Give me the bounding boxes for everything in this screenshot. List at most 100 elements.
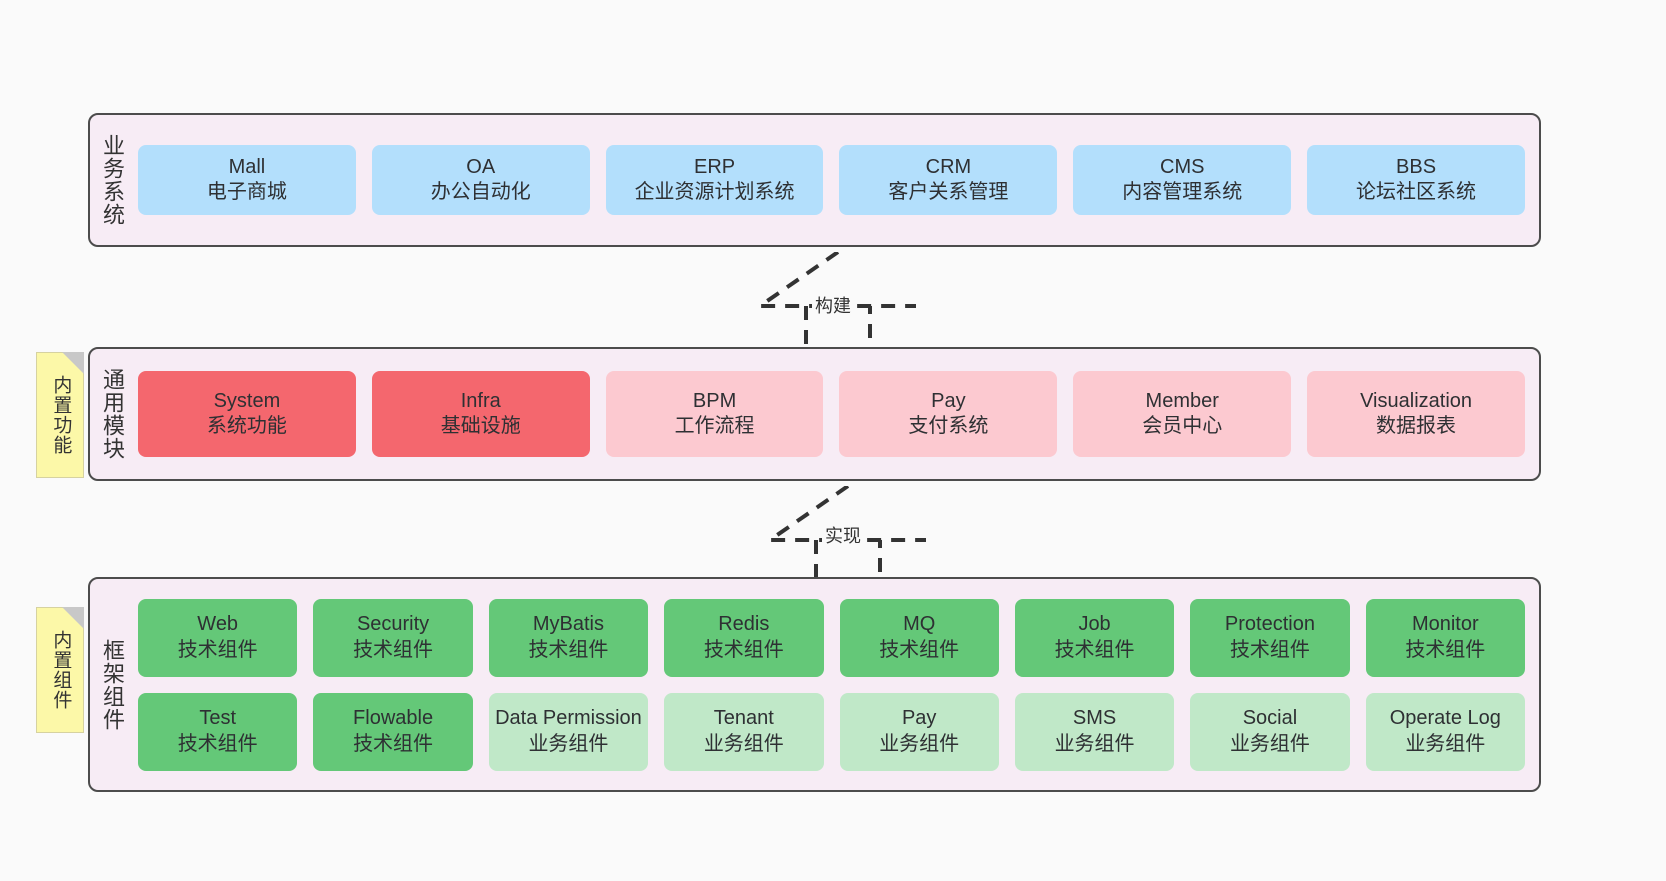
card-system[interactable]: System 系统功能 <box>138 371 356 457</box>
card-oa-sub: 办公自动化 <box>430 181 531 203</box>
card-sms[interactable]: SMS 业务组件 <box>1014 692 1175 771</box>
card-pay-module-sub: 支付系统 <box>908 415 989 437</box>
card-visualization-name: Visualization <box>1360 389 1473 412</box>
layer-common-modules-body: System 系统功能 Infra 基础设施 BPM 工作流程 Pay 支付系统… <box>134 349 1539 479</box>
connector-build-label: 构建 <box>812 292 854 318</box>
card-erp-name: ERP <box>694 155 736 178</box>
common-card-row: System 系统功能 Infra 基础设施 BPM 工作流程 Pay 支付系统… <box>138 371 1525 457</box>
card-monitor-sub: 技术组件 <box>1405 638 1486 661</box>
layer-business-systems: 业务系统 Mall 电子商城 OA 办公自动化 ERP 企业资源计划系统 CRM… <box>88 113 1541 247</box>
card-mybatis[interactable]: MyBatis 技术组件 <box>488 598 649 677</box>
layer-common-modules: 通用模块 System 系统功能 Infra 基础设施 BPM 工作流程 Pay… <box>88 347 1541 481</box>
card-protection[interactable]: Protection 技术组件 <box>1190 598 1350 677</box>
card-bpm-sub: 工作流程 <box>674 415 755 437</box>
card-operate-log-name: Operate Log <box>1389 707 1501 730</box>
card-mybatis-name: MyBatis <box>532 613 604 636</box>
card-monitor[interactable]: Monitor 技术组件 <box>1365 598 1525 677</box>
card-member-sub: 会员中心 <box>1142 415 1223 437</box>
card-cms-sub: 内容管理系统 <box>1122 181 1243 203</box>
card-mq-name: MQ <box>903 613 936 636</box>
card-redis-name: Redis <box>718 613 770 636</box>
layer-business-systems-body: Mall 电子商城 OA 办公自动化 ERP 企业资源计划系统 CRM 客户关系… <box>134 115 1539 245</box>
card-job[interactable]: Job 技术组件 <box>1014 598 1175 677</box>
card-crm[interactable]: CRM 客户关系管理 <box>839 145 1058 215</box>
framework-business-row: Test 技术组件 Flowable 技术组件 Data Permission … <box>138 692 1525 771</box>
card-system-name: System <box>213 389 281 412</box>
card-cms-name: CMS <box>1160 155 1205 178</box>
card-test[interactable]: Test 技术组件 <box>138 692 298 771</box>
card-web-name: Web <box>197 613 239 636</box>
card-mq-sub: 技术组件 <box>879 638 960 661</box>
card-social[interactable]: Social 业务组件 <box>1190 692 1350 771</box>
card-mall-sub: 电子商城 <box>206 181 287 203</box>
card-bpm-name: BPM <box>692 389 737 412</box>
card-pay-component-sub: 业务组件 <box>879 732 960 755</box>
card-web-sub: 技术组件 <box>177 638 258 661</box>
business-card-row: Mall 电子商城 OA 办公自动化 ERP 企业资源计划系统 CRM 客户关系… <box>138 145 1525 215</box>
card-pay-module-name: Pay <box>931 389 966 412</box>
card-social-sub: 业务组件 <box>1229 732 1310 755</box>
card-protection-sub: 技术组件 <box>1229 638 1310 661</box>
card-job-name: Job <box>1078 613 1111 636</box>
card-mq[interactable]: MQ 技术组件 <box>839 598 999 677</box>
card-member-name: Member <box>1145 389 1219 412</box>
card-redis[interactable]: Redis 技术组件 <box>664 598 824 677</box>
card-infra[interactable]: Infra 基础设施 <box>371 371 590 457</box>
card-pay-component[interactable]: Pay 业务组件 <box>839 692 999 771</box>
card-bbs-sub: 论坛社区系统 <box>1356 181 1477 203</box>
card-monitor-name: Monitor <box>1411 613 1479 636</box>
layer-framework-components-body: Web 技术组件 Security 技术组件 MyBatis 技术组件 Redi… <box>134 579 1539 790</box>
card-tenant-name: Tenant <box>713 707 774 730</box>
card-mall[interactable]: Mall 电子商城 <box>138 145 356 215</box>
card-job-sub: 技术组件 <box>1054 638 1135 661</box>
card-tenant-sub: 业务组件 <box>703 732 784 755</box>
card-protection-name: Protection <box>1224 613 1315 636</box>
layer-business-systems-title: 业务系统 <box>99 134 125 226</box>
layer-common-modules-title: 通用模块 <box>99 368 125 460</box>
card-bpm[interactable]: BPM 工作流程 <box>605 371 824 457</box>
card-infra-sub: 基础设施 <box>440 415 521 437</box>
card-redis-sub: 技术组件 <box>703 638 784 661</box>
card-web[interactable]: Web 技术组件 <box>138 598 298 677</box>
card-visualization-sub: 数据报表 <box>1376 415 1457 437</box>
card-pay-module[interactable]: Pay 支付系统 <box>839 371 1058 457</box>
card-cms[interactable]: CMS 内容管理系统 <box>1073 145 1292 215</box>
card-security-name: Security <box>356 613 430 636</box>
card-member[interactable]: Member 会员中心 <box>1073 371 1292 457</box>
note-builtin-components: 内置组件 <box>36 607 84 733</box>
card-operate-log[interactable]: Operate Log 业务组件 <box>1365 692 1525 771</box>
card-data-permission-name: Data Permission <box>495 707 642 730</box>
card-bbs[interactable]: BBS 论坛社区系统 <box>1307 145 1525 215</box>
card-erp[interactable]: ERP 企业资源计划系统 <box>605 145 824 215</box>
card-crm-sub: 客户关系管理 <box>888 181 1009 203</box>
card-infra-name: Infra <box>460 389 501 412</box>
card-mall-name: Mall <box>228 155 266 178</box>
card-bbs-name: BBS <box>1396 155 1437 178</box>
card-erp-sub: 企业资源计划系统 <box>634 181 795 203</box>
card-sms-sub: 业务组件 <box>1054 732 1135 755</box>
layer-framework-components: 框架组件 Web 技术组件 Security 技术组件 MyBatis 技术组件… <box>88 577 1541 792</box>
card-security-sub: 技术组件 <box>353 638 434 661</box>
card-flowable-name: Flowable <box>353 707 434 730</box>
card-tenant[interactable]: Tenant 业务组件 <box>664 692 824 771</box>
card-data-permission-sub: 业务组件 <box>528 732 609 755</box>
card-visualization[interactable]: Visualization 数据报表 <box>1307 371 1525 457</box>
framework-tech-row: Web 技术组件 Security 技术组件 MyBatis 技术组件 Redi… <box>138 598 1525 677</box>
card-flowable-sub: 技术组件 <box>353 732 434 755</box>
card-oa-name: OA <box>466 155 496 178</box>
layer-framework-components-title: 框架组件 <box>99 638 125 731</box>
connector-implement-label: 实现 <box>822 522 864 548</box>
card-test-name: Test <box>199 707 237 730</box>
card-security[interactable]: Security 技术组件 <box>313 598 473 677</box>
card-pay-component-name: Pay <box>901 707 937 730</box>
card-flowable[interactable]: Flowable 技术组件 <box>313 692 473 771</box>
note-builtin-features: 内置功能 <box>36 352 84 478</box>
card-test-sub: 技术组件 <box>177 732 258 755</box>
card-mybatis-sub: 技术组件 <box>528 638 609 661</box>
card-sms-name: SMS <box>1072 707 1117 730</box>
card-oa[interactable]: OA 办公自动化 <box>371 145 590 215</box>
card-system-sub: 系统功能 <box>206 415 287 437</box>
card-data-permission[interactable]: Data Permission 业务组件 <box>488 692 649 771</box>
card-social-name: Social <box>1242 707 1298 730</box>
card-crm-name: CRM <box>925 155 972 178</box>
